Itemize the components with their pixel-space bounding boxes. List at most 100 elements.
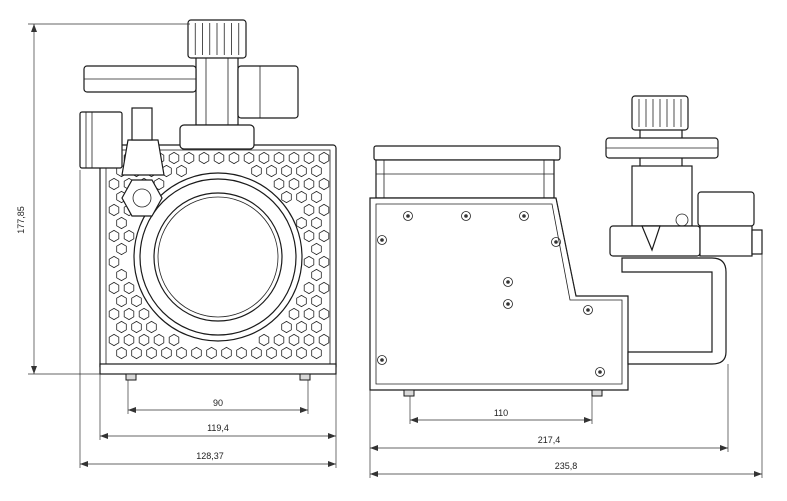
side-top-cover	[373, 145, 561, 161]
side-screws	[377, 211, 605, 377]
hex-hole	[198, 151, 210, 165]
hex-hole	[281, 346, 292, 360]
hex-hole	[303, 203, 315, 217]
hex-hole	[281, 190, 292, 204]
hex-hole	[168, 151, 180, 165]
hex-hole	[273, 177, 285, 191]
cone-fitting	[121, 139, 165, 176]
hex-hole	[311, 320, 322, 334]
dim-front-overall-width: 128,37	[196, 451, 224, 461]
hex-hole	[251, 346, 262, 360]
screw-head	[377, 355, 387, 365]
hex-hole	[296, 164, 307, 178]
hex-hole	[123, 229, 135, 243]
hex-hole	[138, 307, 150, 321]
front-dimensions: 177,85 90 119,4 128,37	[16, 23, 337, 468]
vertical-pipe	[195, 54, 239, 126]
hex-hole	[161, 346, 172, 360]
hex-hole	[183, 151, 195, 165]
hex-hole	[303, 333, 315, 347]
hex-hole	[131, 346, 142, 360]
hex-hole	[318, 229, 330, 243]
hex-hole	[318, 177, 330, 191]
hex-hole	[176, 164, 187, 178]
hex-hole	[311, 190, 322, 204]
hex-hole	[318, 281, 330, 295]
hex-hole	[108, 307, 120, 321]
hex-hole	[228, 151, 240, 165]
hex-hole	[123, 333, 135, 347]
screw-head	[503, 299, 513, 309]
hex-hole	[311, 346, 322, 360]
hex-hole	[108, 281, 120, 295]
hex-hole	[303, 177, 315, 191]
hex-hole	[153, 177, 165, 191]
hex-hole	[213, 151, 225, 165]
front-foot-right	[299, 373, 311, 381]
hex-hole	[296, 346, 307, 360]
hex-hole	[296, 320, 307, 334]
hex-hole	[131, 294, 142, 308]
hex-hole	[116, 216, 127, 230]
hex-hole	[288, 333, 300, 347]
hex-hole	[236, 346, 247, 360]
front-foot-left	[125, 373, 137, 381]
side-drain-pipe	[621, 257, 727, 365]
hex-hole	[258, 151, 270, 165]
hex-hole	[108, 333, 120, 347]
dim-side-foot-spacing: 110	[494, 408, 508, 418]
screw-head	[403, 211, 413, 221]
hex-hole	[146, 320, 157, 334]
side-dimensions: 110 217,4 235,8	[369, 254, 763, 478]
hex-hole	[108, 177, 120, 191]
motor-face	[153, 192, 283, 322]
screw-head	[377, 235, 387, 245]
hex-hole	[266, 346, 277, 360]
hex-hole	[258, 333, 270, 347]
hex-hole	[288, 177, 300, 191]
front-view	[79, 19, 337, 381]
screw-head	[519, 211, 529, 221]
screw-head	[551, 237, 561, 247]
screw-head	[461, 211, 471, 221]
left-valve-body	[79, 111, 123, 169]
hex-hole	[116, 268, 127, 282]
hex-hole	[311, 268, 322, 282]
hex-hole	[311, 294, 322, 308]
screw-head	[583, 305, 593, 315]
hex-hole	[303, 229, 315, 243]
hex-hole	[318, 307, 330, 321]
hex-hole	[296, 216, 307, 230]
dim-side-overall-length: 235,8	[555, 461, 578, 471]
screw-head	[595, 367, 605, 377]
hex-hole	[206, 346, 217, 360]
hex-hole	[146, 346, 157, 360]
hex-hole	[281, 164, 292, 178]
side-foot-right	[591, 389, 603, 397]
hex-hole	[116, 320, 127, 334]
hex-hole	[311, 242, 322, 256]
screw-head	[503, 277, 513, 287]
hex-hole	[318, 151, 330, 165]
hex-hole	[176, 346, 187, 360]
hex-hole	[123, 281, 135, 295]
hex-hole	[108, 255, 120, 269]
side-foot-left	[403, 389, 415, 397]
hex-hole	[168, 333, 180, 347]
hex-hole	[116, 346, 127, 360]
hex-hole	[311, 164, 322, 178]
hex-hole	[273, 333, 285, 347]
front-base-plate	[99, 363, 337, 375]
dim-side-body-length: 217,4	[538, 435, 561, 445]
hex-hole	[243, 151, 255, 165]
hex-hole	[273, 151, 285, 165]
hex-hole	[281, 320, 292, 334]
side-main-body	[369, 197, 629, 391]
hex-hole	[108, 229, 120, 243]
hex-hole	[108, 203, 120, 217]
dim-front-body-width: 119,4	[207, 423, 229, 433]
hex-hole	[251, 164, 262, 178]
hex-hole	[318, 333, 330, 347]
hex-hole	[116, 294, 127, 308]
hex-hole	[303, 255, 315, 269]
